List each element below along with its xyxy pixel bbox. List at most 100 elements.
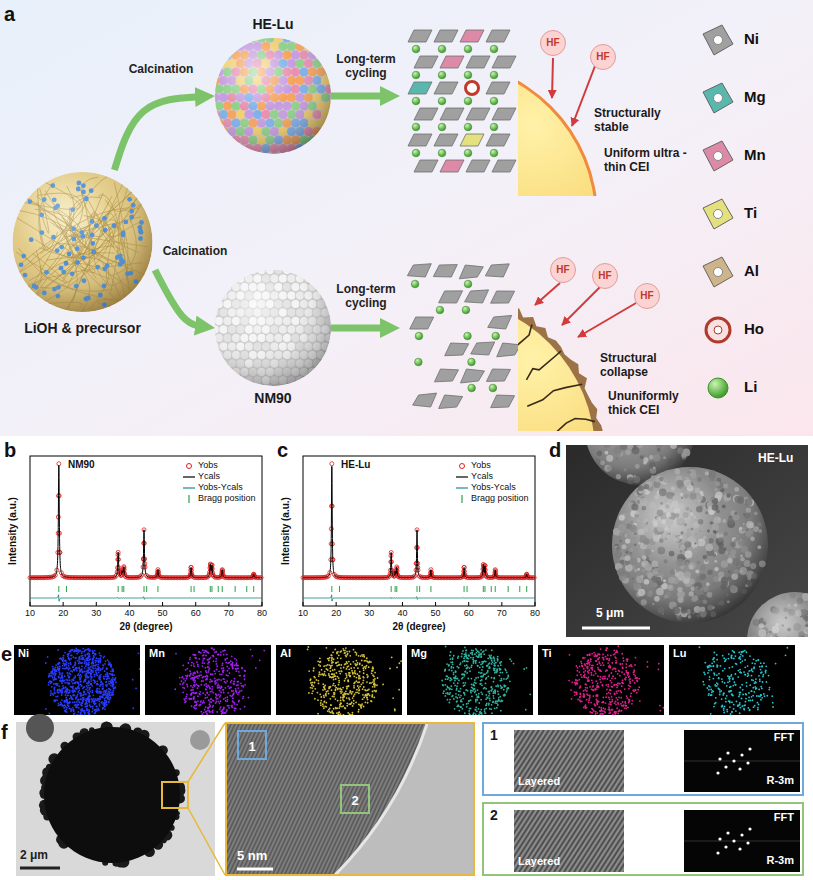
element-dot xyxy=(94,681,96,683)
element-dot xyxy=(68,677,70,679)
element-dot xyxy=(110,670,112,672)
element-dot xyxy=(70,673,72,675)
element-dot xyxy=(93,674,95,676)
element-dot xyxy=(78,673,80,675)
element-dot xyxy=(57,666,59,668)
element-dot xyxy=(71,654,73,656)
element-dot xyxy=(78,657,80,659)
element-dot xyxy=(73,669,75,671)
element-dot xyxy=(86,705,88,707)
element-dot xyxy=(55,678,57,680)
element-dot xyxy=(79,671,81,673)
element-dot xyxy=(87,664,89,666)
element-dot xyxy=(97,664,99,666)
panel-background xyxy=(0,0,813,436)
element-dot xyxy=(99,654,101,656)
bragg-tick xyxy=(417,586,418,592)
element-dot xyxy=(83,691,85,693)
element-dot xyxy=(72,666,74,668)
element-dot xyxy=(77,714,79,715)
element-dot xyxy=(90,684,92,686)
element-dot xyxy=(72,666,74,668)
element-dot xyxy=(78,663,80,665)
element-dot xyxy=(95,660,97,662)
element-dot xyxy=(91,676,93,678)
element-dot xyxy=(65,694,67,696)
element-dot xyxy=(80,712,82,714)
element-dot xyxy=(76,696,78,698)
element-dot xyxy=(87,657,89,659)
bragg-tick xyxy=(491,586,492,592)
element-dot xyxy=(95,653,97,655)
element-dot xyxy=(79,675,81,677)
element-dot xyxy=(59,658,61,660)
element-dot xyxy=(96,688,98,690)
element-dot xyxy=(74,650,76,652)
element-dot xyxy=(75,667,77,669)
element-dot xyxy=(110,692,112,694)
element-dot xyxy=(72,702,74,704)
element-dot xyxy=(72,698,74,700)
element-dot xyxy=(70,655,72,657)
element-dot xyxy=(107,693,109,695)
element-dot xyxy=(79,677,81,679)
element-dot xyxy=(88,692,90,694)
element-dot xyxy=(93,679,95,681)
element-dot xyxy=(106,668,108,670)
element-dot xyxy=(96,706,98,708)
element-dot xyxy=(91,665,93,667)
element-dot xyxy=(104,705,106,707)
element-dot xyxy=(92,658,94,660)
element-dot xyxy=(84,713,86,715)
element-dot xyxy=(71,679,73,681)
element-dot xyxy=(76,701,78,703)
element-dot xyxy=(77,699,79,701)
bragg-tick xyxy=(331,586,332,592)
element-dot xyxy=(112,677,114,679)
element-dot xyxy=(105,700,107,702)
element-dot xyxy=(74,677,76,679)
element-dot xyxy=(56,690,58,692)
element-dot xyxy=(102,694,104,696)
element-dot xyxy=(82,700,84,702)
element-dot xyxy=(99,662,101,664)
element-dot xyxy=(51,671,53,673)
element-dot xyxy=(102,691,104,693)
element-dot xyxy=(86,675,88,677)
element-dot xyxy=(91,692,93,694)
element-dot xyxy=(100,696,102,698)
element-dot xyxy=(106,689,108,691)
element-dot xyxy=(82,714,84,715)
element-dot xyxy=(69,683,71,685)
eds-map xyxy=(14,645,140,715)
element-dot xyxy=(74,669,76,671)
element-dot xyxy=(92,700,94,702)
axis-tick xyxy=(195,602,196,606)
element-dot xyxy=(110,681,112,683)
bragg-tick xyxy=(339,586,340,592)
element-dot xyxy=(80,675,82,677)
element-dot xyxy=(81,668,83,670)
element-dot xyxy=(111,668,113,670)
element-dot xyxy=(96,683,98,685)
element-dot xyxy=(57,704,59,706)
element-dot xyxy=(77,649,79,651)
element-dot xyxy=(74,701,76,703)
element-dot xyxy=(82,700,84,702)
element-dot xyxy=(86,662,88,664)
element-dot xyxy=(111,694,113,696)
element-dot xyxy=(92,652,94,654)
element-dot xyxy=(99,676,101,678)
element-dot xyxy=(110,697,112,699)
element-dot xyxy=(52,666,54,668)
element-dot xyxy=(82,687,84,689)
element-dot xyxy=(77,682,79,684)
element-dot xyxy=(82,694,84,696)
element-dot xyxy=(79,670,81,672)
element-dot xyxy=(55,696,57,698)
element-dot xyxy=(100,692,102,694)
bragg-tick xyxy=(484,586,485,592)
element-dot xyxy=(76,704,78,706)
element-dot xyxy=(90,670,92,672)
element-dot xyxy=(110,666,112,668)
